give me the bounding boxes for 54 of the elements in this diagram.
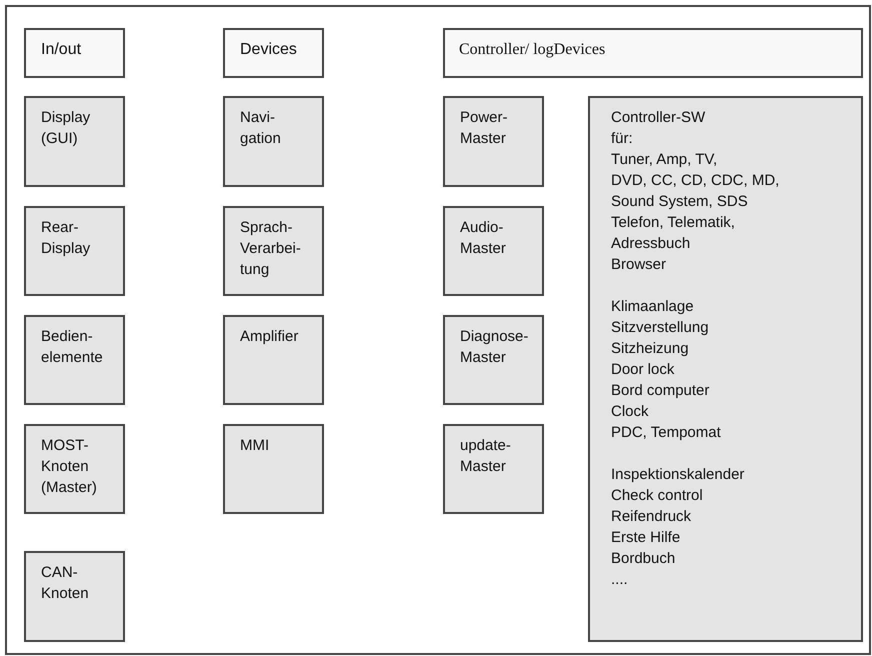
list-item: Sitzheizung [611, 339, 690, 359]
box-label: Rear- Display [41, 218, 92, 259]
list-item: Controller-SW [611, 108, 706, 128]
list-item: Check control [611, 486, 704, 506]
list-item: DVD, CC, CD, CDC, MD, [611, 171, 780, 191]
column-header-box [24, 28, 125, 78]
component-box [443, 96, 544, 187]
list-item: Sitzverstellung [611, 318, 710, 338]
column-header-box [443, 28, 863, 78]
box-label: update- Master [460, 436, 512, 477]
list-item: Klimaanlage [611, 297, 695, 317]
list-item: Bord computer [611, 381, 710, 401]
component-box [24, 96, 125, 187]
component-box [223, 315, 324, 405]
box-label: Bedien- elemente [41, 327, 104, 368]
box-label: Diagnose- Master [460, 327, 530, 368]
header-label: Devices [240, 40, 298, 60]
component-box [24, 551, 125, 642]
list-item: Tuner, Amp, TV, [611, 150, 718, 170]
box-label: Power- Master [460, 108, 509, 149]
component-box [24, 424, 125, 514]
list-item: Door lock [611, 360, 676, 380]
box-label: MMI [240, 436, 270, 456]
component-box [443, 206, 544, 296]
list-item: für: [611, 129, 634, 149]
list-item: Adressbuch [611, 234, 692, 254]
list-item: .... [611, 570, 629, 590]
box-label: MOST- Knoten (Master) [41, 436, 98, 498]
list-item: Erste Hilfe [611, 528, 682, 548]
column-header-box [223, 28, 324, 78]
component-box [24, 315, 125, 405]
list-item: Reifendruck [611, 507, 692, 527]
component-box [223, 424, 324, 514]
list-item: Telefon, Telematik, [611, 213, 736, 233]
box-label: Sprach- Verarbei- tung [240, 218, 302, 280]
component-box [223, 206, 324, 296]
component-box [223, 96, 324, 187]
box-label: Audio- Master [460, 218, 507, 259]
list-item: Inspektionskalender [611, 465, 746, 485]
header-label: In/out [41, 40, 82, 60]
box-label: Navi- gation [240, 108, 282, 149]
list-item: PDC, Tempomat [611, 423, 722, 443]
list-item: Clock [611, 402, 650, 422]
list-box [588, 96, 863, 642]
list-item: Browser [611, 255, 668, 275]
list-item: Sound System, SDS [611, 192, 749, 212]
header-label: Controller/ logDevices [459, 40, 606, 60]
component-box [443, 315, 544, 405]
component-box [443, 424, 544, 514]
component-box [24, 206, 125, 296]
box-label: Display (GUI) [41, 108, 92, 149]
box-label: Amplifier [240, 327, 300, 347]
box-label: CAN- Knoten [41, 563, 90, 604]
list-item: Bordbuch [611, 549, 676, 569]
